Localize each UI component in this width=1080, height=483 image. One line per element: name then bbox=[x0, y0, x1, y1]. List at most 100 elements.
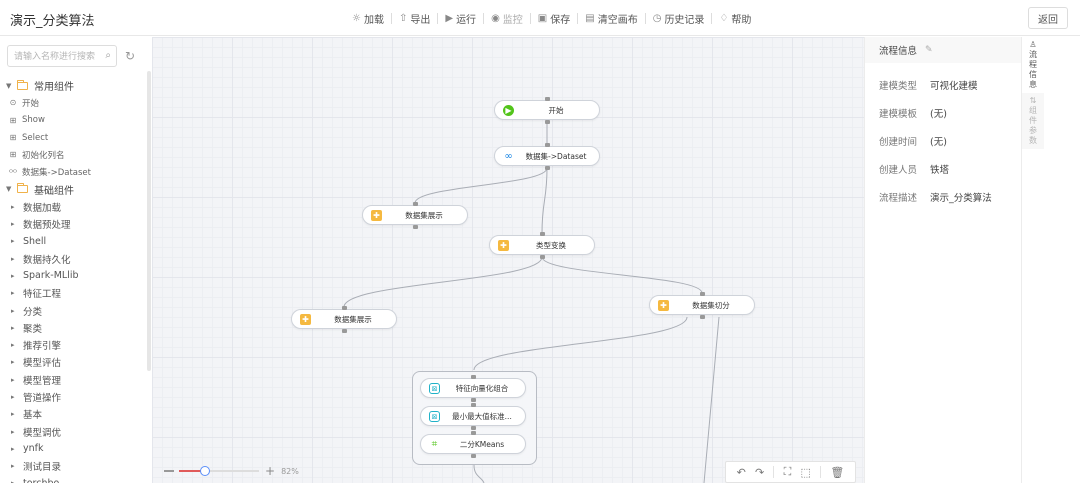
info-value: 可视化建模 bbox=[930, 81, 978, 92]
fit-view-icon[interactable]: ⛶ bbox=[783, 465, 792, 478]
undo-icon[interactable]: ↶ bbox=[736, 465, 746, 479]
redo-icon[interactable]: ↷ bbox=[755, 465, 765, 479]
flow-node-vec[interactable]: ⊠特征向量化组合 bbox=[420, 378, 526, 398]
input-port[interactable] bbox=[700, 292, 705, 296]
toolbar-label: 帮助 bbox=[731, 15, 752, 26]
toolbar-clear-canvas-button[interactable]: ▤清空画布 bbox=[578, 11, 644, 26]
canvas-toolbar: ↶ ↷ ⛶ ⬚ 🗑 bbox=[725, 461, 856, 483]
tree-group[interactable]: ▼常用组件 bbox=[6, 77, 146, 94]
flow-node-dataset[interactable]: ∞数据集->Dataset bbox=[494, 146, 600, 166]
zoom-slider-thumb[interactable] bbox=[199, 466, 210, 476]
flow-node-split[interactable]: ✚数据集切分 bbox=[649, 295, 755, 315]
toolbar-help-button[interactable]: ♢帮助 bbox=[712, 11, 758, 26]
input-port[interactable] bbox=[471, 431, 476, 435]
input-port[interactable] bbox=[540, 232, 545, 236]
toolbar-monitor-button[interactable]: ◉监控 bbox=[484, 11, 530, 26]
flow-canvas[interactable]: ▶开始 ∞数据集->Dataset ✚数据集展示 ✚类型变换 ✚数据集展示 ✚数据集切分 ⊠… bbox=[152, 37, 864, 483]
output-port[interactable] bbox=[471, 426, 476, 430]
tree-category[interactable]: ▸推荐引擎 bbox=[6, 336, 146, 353]
tree-category[interactable]: ▸模型调优 bbox=[6, 423, 146, 440]
toolbar-export-button[interactable]: ⇧导出 bbox=[392, 11, 437, 26]
info-value: 演示_分类算法 bbox=[930, 193, 992, 204]
tree-category[interactable]: ▸torchbo bbox=[6, 475, 146, 483]
search-field[interactable]: ⌕ bbox=[7, 45, 117, 67]
side-tab-params[interactable]: ⇅组件参数 bbox=[1022, 93, 1044, 149]
tree-category[interactable]: ▸ynfk bbox=[6, 440, 146, 457]
edge-convert-show2[interactable] bbox=[343, 256, 543, 308]
refresh-icon[interactable]: ↻ bbox=[125, 49, 136, 63]
folder-icon bbox=[17, 183, 28, 194]
tree-category[interactable]: ▸模型管理 bbox=[6, 371, 146, 388]
tree-category[interactable]: ▸管道操作 bbox=[6, 388, 146, 405]
edge-group-output[interactable] bbox=[473, 464, 485, 483]
edge-convert-split[interactable] bbox=[541, 256, 703, 294]
info-panel-header: 流程信息 ✎ bbox=[865, 37, 1021, 63]
output-port[interactable] bbox=[342, 329, 347, 333]
input-port[interactable] bbox=[545, 97, 550, 101]
tree-leaf-label: 数据集->Dataset bbox=[22, 168, 91, 179]
flow-node-convert[interactable]: ✚类型变换 bbox=[489, 235, 595, 255]
edge-split-vec[interactable] bbox=[473, 316, 688, 371]
zoom-out-button[interactable] bbox=[164, 470, 174, 472]
tree-category[interactable]: ▸Spark-MLlib bbox=[6, 267, 146, 284]
flow-node-kmeans[interactable]: ⌗二分KMeans bbox=[420, 434, 526, 454]
tree-group[interactable]: ▼基础组件 bbox=[6, 181, 146, 198]
output-port[interactable] bbox=[413, 225, 418, 229]
output-port[interactable] bbox=[471, 398, 476, 402]
input-port[interactable] bbox=[471, 403, 476, 407]
back-button[interactable]: 返回 bbox=[1028, 7, 1068, 29]
edge-dataset-show1[interactable] bbox=[414, 167, 548, 204]
run-icon: ▶ bbox=[445, 13, 454, 24]
tree-category[interactable]: ▸分类 bbox=[6, 302, 146, 319]
output-port[interactable] bbox=[540, 255, 545, 259]
tree-category-label: 数据预处理 bbox=[23, 220, 71, 232]
flow-node-show2[interactable]: ✚数据集展示 bbox=[291, 309, 397, 329]
info-row: 建模模板(无) bbox=[879, 99, 1021, 127]
tree-category[interactable]: ▸Shell bbox=[6, 233, 146, 250]
tree-category[interactable]: ▸数据加载 bbox=[6, 198, 146, 215]
tree-category[interactable]: ▸聚类 bbox=[6, 319, 146, 336]
input-port[interactable] bbox=[471, 375, 476, 379]
toolbar-history-button[interactable]: ◷历史记录 bbox=[646, 11, 712, 26]
output-port[interactable] bbox=[471, 454, 476, 458]
flow-node-minmax[interactable]: ⊠最小最大值标准... bbox=[420, 406, 526, 426]
edit-icon[interactable]: ✎ bbox=[925, 45, 933, 55]
edge-split-output[interactable] bbox=[703, 316, 720, 483]
toolbar-save-button[interactable]: ▣保存 bbox=[531, 11, 577, 26]
input-port[interactable] bbox=[413, 202, 418, 206]
caret-right-icon: ▸ bbox=[11, 392, 15, 401]
tree-category[interactable]: ▸特征工程 bbox=[6, 285, 146, 302]
toolbar-divider bbox=[529, 13, 531, 24]
output-port[interactable] bbox=[700, 315, 705, 319]
zoom-in-button[interactable]: + bbox=[265, 464, 276, 478]
zoom-slider[interactable] bbox=[179, 466, 259, 476]
search-icon[interactable]: ⌕ bbox=[105, 50, 111, 61]
flow-node-show1[interactable]: ✚数据集展示 bbox=[362, 205, 468, 225]
search-input[interactable] bbox=[14, 51, 102, 61]
select-area-icon[interactable]: ⬚ bbox=[800, 465, 811, 479]
toolbar-loading-button[interactable]: ☼加载 bbox=[345, 11, 391, 26]
toolbar-run-button[interactable]: ▶运行 bbox=[438, 11, 483, 26]
tree-leaf-item[interactable]: ⊙开始 bbox=[6, 94, 146, 111]
input-port[interactable] bbox=[342, 306, 347, 310]
edge-dataset-convert[interactable] bbox=[541, 167, 548, 234]
sidebar-scrollbar[interactable] bbox=[147, 71, 151, 371]
tree-category[interactable]: ▸数据持久化 bbox=[6, 250, 146, 267]
tree-category[interactable]: ▸数据预处理 bbox=[6, 215, 146, 232]
tree-leaf-item[interactable]: ⊞Show bbox=[6, 112, 146, 129]
tree-leaf-item[interactable]: ⊞Select bbox=[6, 129, 146, 146]
tree-category[interactable]: ▸基本 bbox=[6, 406, 146, 423]
tree-leaf-item[interactable]: ⊞初始化列名 bbox=[6, 146, 146, 163]
tree-category[interactable]: ▸测试目录 bbox=[6, 458, 146, 475]
flow-icon: ♙ bbox=[1029, 40, 1037, 49]
flow-node-start[interactable]: ▶开始 bbox=[494, 100, 600, 120]
side-tab-flow[interactable]: ♙流程信息 bbox=[1022, 37, 1044, 93]
delete-icon[interactable]: 🗑 bbox=[830, 465, 845, 479]
caret-right-icon: ▸ bbox=[11, 254, 15, 263]
tree-category[interactable]: ▸模型评估 bbox=[6, 354, 146, 371]
node-label: 二分KMeans bbox=[459, 439, 505, 449]
input-port[interactable] bbox=[545, 143, 550, 147]
output-port[interactable] bbox=[545, 120, 550, 124]
output-port[interactable] bbox=[545, 166, 550, 170]
